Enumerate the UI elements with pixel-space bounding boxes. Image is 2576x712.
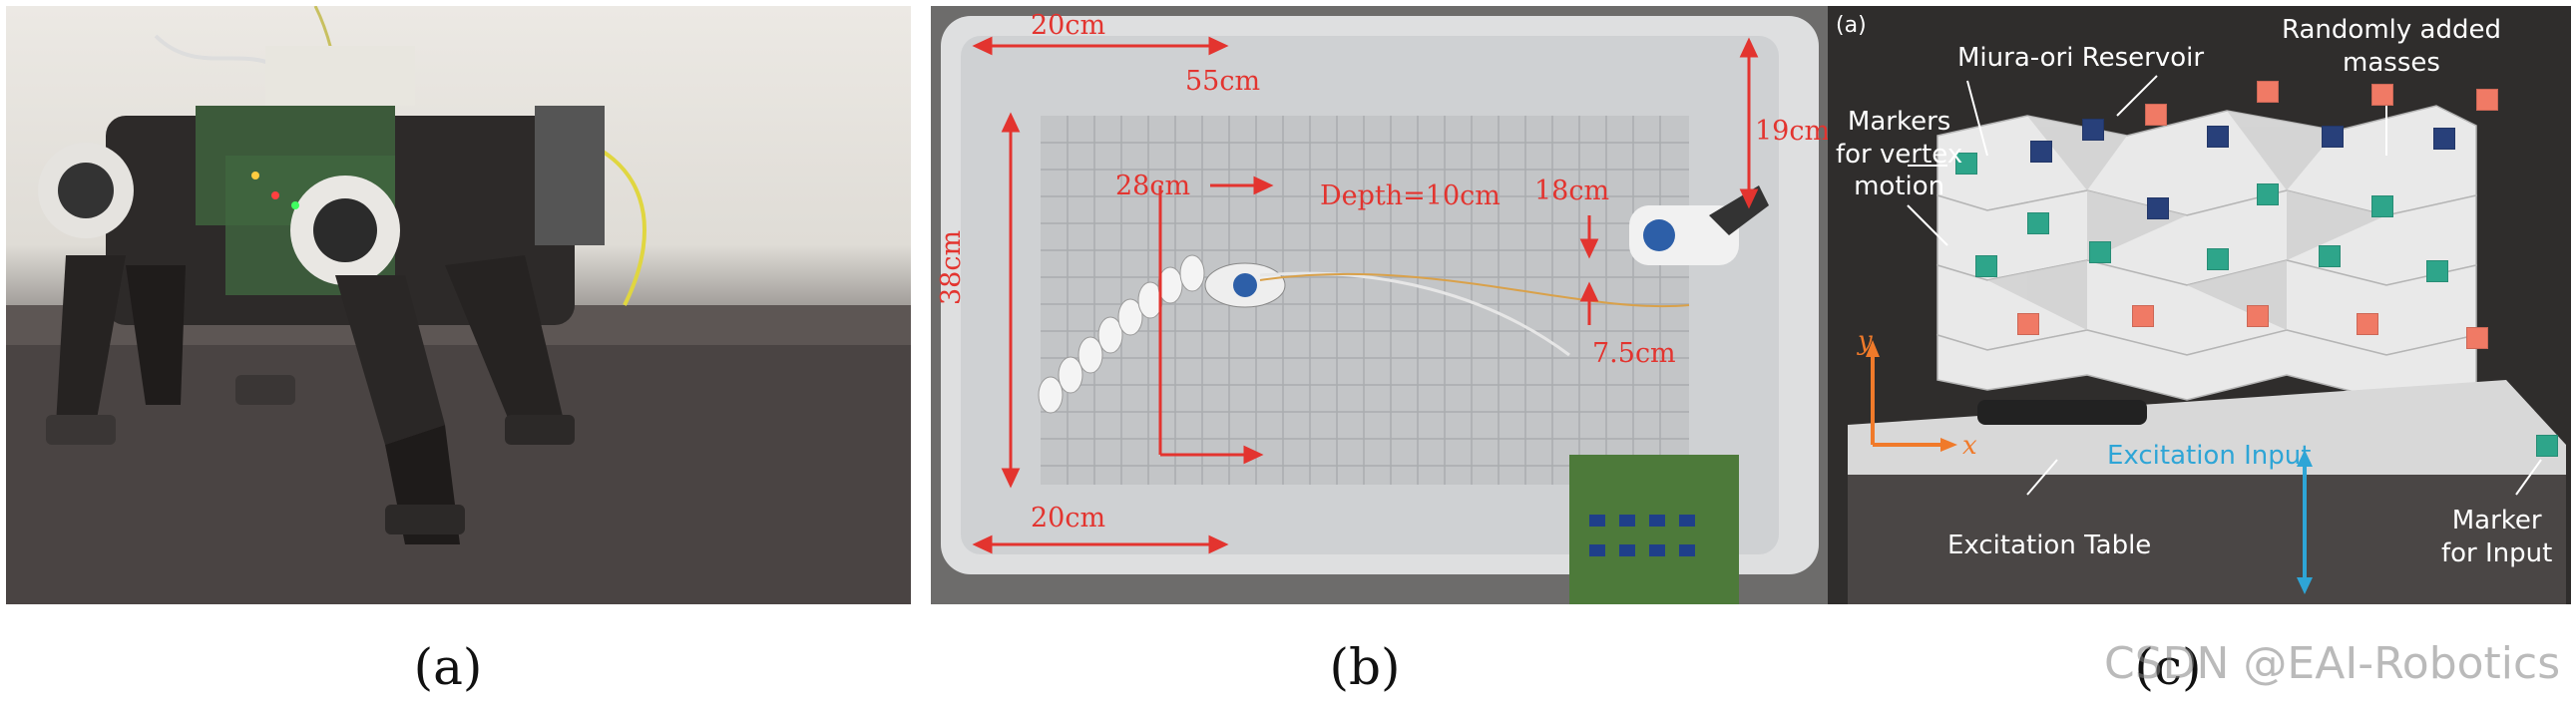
label-excitation-input: Excitation Input xyxy=(2107,441,2312,471)
label-right-height: 19cm xyxy=(1755,116,1831,147)
marker-teal xyxy=(2257,183,2279,205)
label-masses: Randomly added masses xyxy=(2282,15,2501,78)
marker-teal xyxy=(1975,255,1997,277)
caption-b: (b) xyxy=(1329,638,1401,696)
quadruped-robot-illustration xyxy=(6,6,911,604)
marker-teal xyxy=(2089,241,2111,263)
axis-x-label: x xyxy=(1962,431,1977,461)
label-excitation-table: Excitation Table xyxy=(1947,531,2152,560)
marker-salmon xyxy=(2247,305,2269,327)
label-reservoir: Miura-ori Reservoir xyxy=(1957,43,2205,73)
marker-salmon xyxy=(2257,81,2279,103)
label-overall-length: 55cm xyxy=(1185,66,1261,97)
marker-navy xyxy=(2082,119,2104,141)
label-right-gap: 18cm xyxy=(1534,176,1610,206)
marker-teal xyxy=(1955,153,1977,175)
photo-quadruped-robot xyxy=(6,6,911,604)
marker-navy xyxy=(2322,126,2344,148)
marker-navy xyxy=(2433,128,2455,150)
marker-salmon xyxy=(2357,313,2378,335)
marker-salmon xyxy=(2466,327,2488,349)
marker-teal xyxy=(2319,245,2341,267)
marker-navy xyxy=(2147,197,2169,219)
watermark: CSDN @EAI-Robotics xyxy=(2104,638,2561,689)
marker-salmon xyxy=(2017,313,2039,335)
photo-water-tank: 20cm 55cm 28cm Depth=10cm 18cm 19cm 38cm… xyxy=(931,6,1836,604)
photo-miura-ori: (a) Miura-ori Reservoir Randomly added m… xyxy=(1828,6,2571,604)
marker-teal xyxy=(2426,260,2448,282)
label-inner-length: 28cm xyxy=(1115,171,1191,201)
marker-salmon xyxy=(2371,84,2393,106)
marker-salmon xyxy=(2476,89,2498,111)
label-bottom-width: 20cm xyxy=(1031,503,1106,534)
panel-tag: (a) xyxy=(1836,13,1867,38)
label-top-width: 20cm xyxy=(1031,10,1106,41)
label-markers-vertex: Markers for vertex motion xyxy=(1836,107,1963,201)
label-left-height: 38cm xyxy=(936,229,967,305)
marker-salmon xyxy=(2145,104,2167,126)
marker-teal xyxy=(2371,195,2393,217)
marker-teal xyxy=(2027,212,2049,234)
marker-navy xyxy=(2030,141,2052,163)
caption-a: (a) xyxy=(413,638,483,696)
label-offset: 7.5cm xyxy=(1592,338,1676,369)
axis-y-label: y xyxy=(1858,326,1873,356)
marker-navy xyxy=(2207,126,2229,148)
marker-input xyxy=(2536,435,2558,457)
marker-salmon xyxy=(2132,305,2154,327)
caption-c: (c) xyxy=(2134,638,2202,696)
label-depth: Depth=10cm xyxy=(1320,180,1501,211)
water-tank-illustration xyxy=(941,16,1819,604)
marker-teal xyxy=(2207,248,2229,270)
label-marker-input: Marker for Input xyxy=(2441,506,2553,568)
